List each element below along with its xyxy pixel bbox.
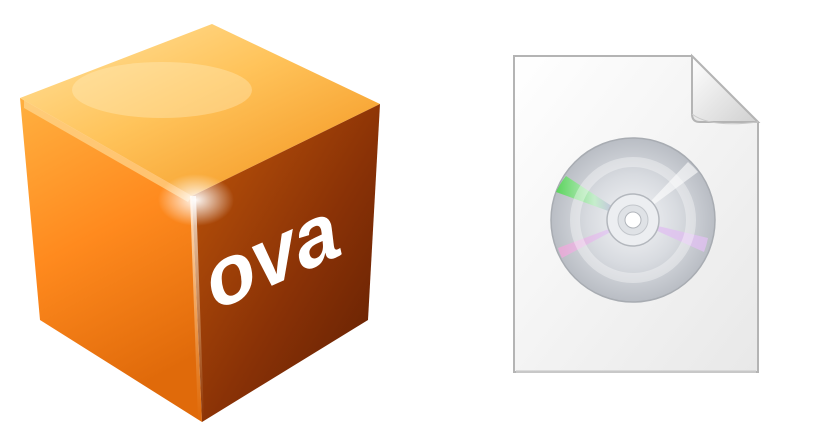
cube-top-face	[20, 24, 380, 196]
ova-package-icon: ova	[12, 20, 390, 425]
cube-side-face	[192, 104, 380, 422]
file-fold-corner	[691, 53, 761, 123]
disc-icon	[550, 137, 716, 303]
disc-image-file-icon	[500, 52, 765, 384]
